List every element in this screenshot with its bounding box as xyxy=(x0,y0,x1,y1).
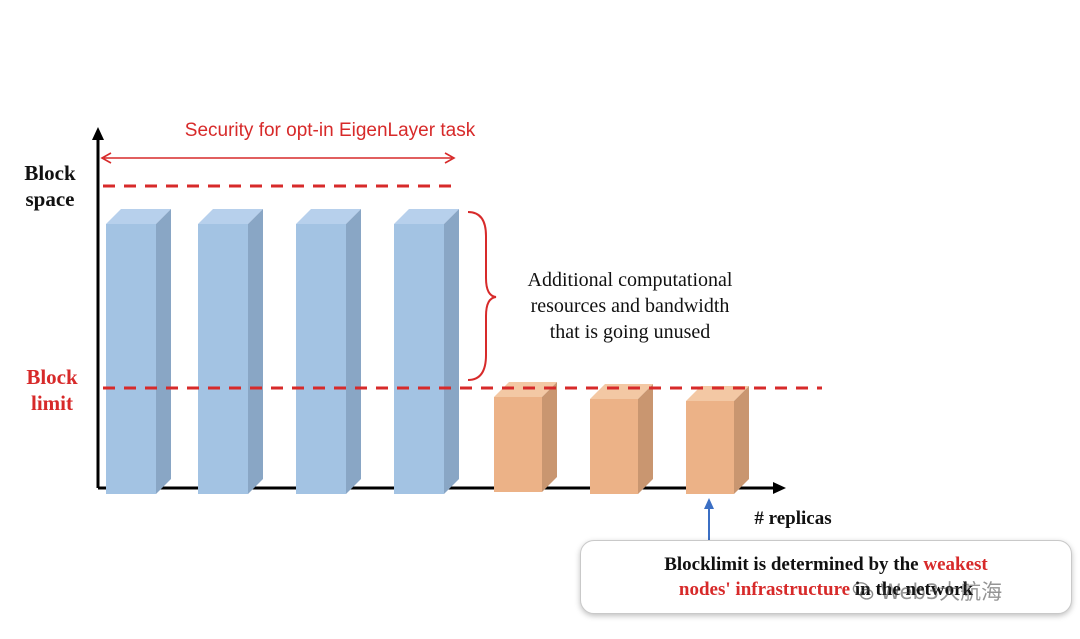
weakest-node-callout: Blocklimit is determined by the weakest … xyxy=(580,540,1072,614)
callout-text-weakest: weakest xyxy=(923,554,988,575)
blue-bar xyxy=(394,209,459,494)
block-limit-label-line2: limit xyxy=(31,391,73,415)
y-axis-label-line1: Block xyxy=(24,161,76,185)
callout-text-infrastructure: nodes' infrastructure xyxy=(678,579,851,600)
watermark-text: Web3大航海 xyxy=(880,580,1003,604)
blue-bar xyxy=(198,209,263,494)
security-label: Security for opt-in EigenLayer task xyxy=(185,120,476,141)
blue-bar xyxy=(296,209,361,494)
x-axis-label: # replicas xyxy=(754,508,831,529)
callout-text-part1: Blocklimit is determined by the xyxy=(664,554,924,575)
y-axis-label-line2: space xyxy=(26,187,75,211)
wechat-icon xyxy=(852,582,874,600)
orange-bar xyxy=(590,384,653,494)
y-axis-arrowhead xyxy=(92,127,104,140)
callout-line1: Blocklimit is determined by the weakest xyxy=(581,552,1071,577)
callout-text-part4: in the network xyxy=(850,579,974,600)
unused-resources-line2: resources and bandwidth xyxy=(531,295,730,317)
blue-bar xyxy=(106,209,171,494)
orange-bar xyxy=(494,382,557,492)
unused-resources-line1: Additional computational xyxy=(528,269,733,291)
unused-resources-brace xyxy=(467,211,497,381)
watermark: Web3大航海 xyxy=(852,576,1002,606)
unused-resources-line3: that is going unused xyxy=(550,321,711,343)
block-limit-label-line1: Block xyxy=(26,365,78,389)
orange-bar xyxy=(686,386,749,494)
x-axis-arrowhead xyxy=(773,482,786,494)
callout-line2: nodes' infrastructure in the network xyxy=(581,577,1071,602)
